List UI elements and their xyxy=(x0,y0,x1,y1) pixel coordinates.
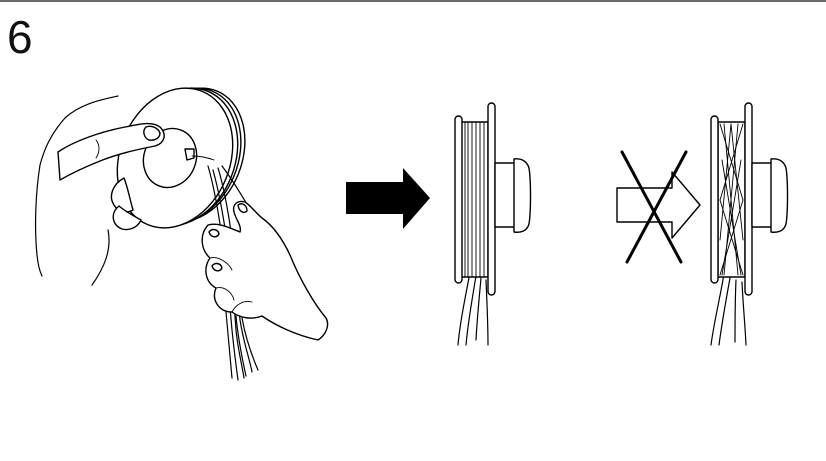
left-hand-back xyxy=(36,96,118,285)
spool-incorrect-winding xyxy=(711,103,788,345)
spool-hub xyxy=(495,163,515,227)
spool-flange-right xyxy=(488,103,495,295)
right-hand xyxy=(202,201,327,340)
thread-ends-correct xyxy=(458,272,488,345)
thread-ends-incorrect xyxy=(711,274,746,345)
spool-flange-left xyxy=(711,116,718,283)
spool-cap xyxy=(514,159,531,232)
fingernail xyxy=(209,230,219,237)
spool-cap xyxy=(771,159,788,232)
fingernail xyxy=(212,264,222,271)
wrong-direction-group xyxy=(617,152,700,262)
hands-winding-spool-illustration xyxy=(36,71,328,380)
arrow-right-filled-icon xyxy=(346,168,430,229)
wound-line-parallel xyxy=(461,122,488,277)
spool-flange-left xyxy=(455,116,462,283)
wound-line-crossed xyxy=(718,122,745,277)
spool-flange-right xyxy=(745,103,752,295)
spool-correct-winding xyxy=(455,103,531,345)
spool-notch xyxy=(185,149,194,160)
spool-hub xyxy=(752,163,772,227)
